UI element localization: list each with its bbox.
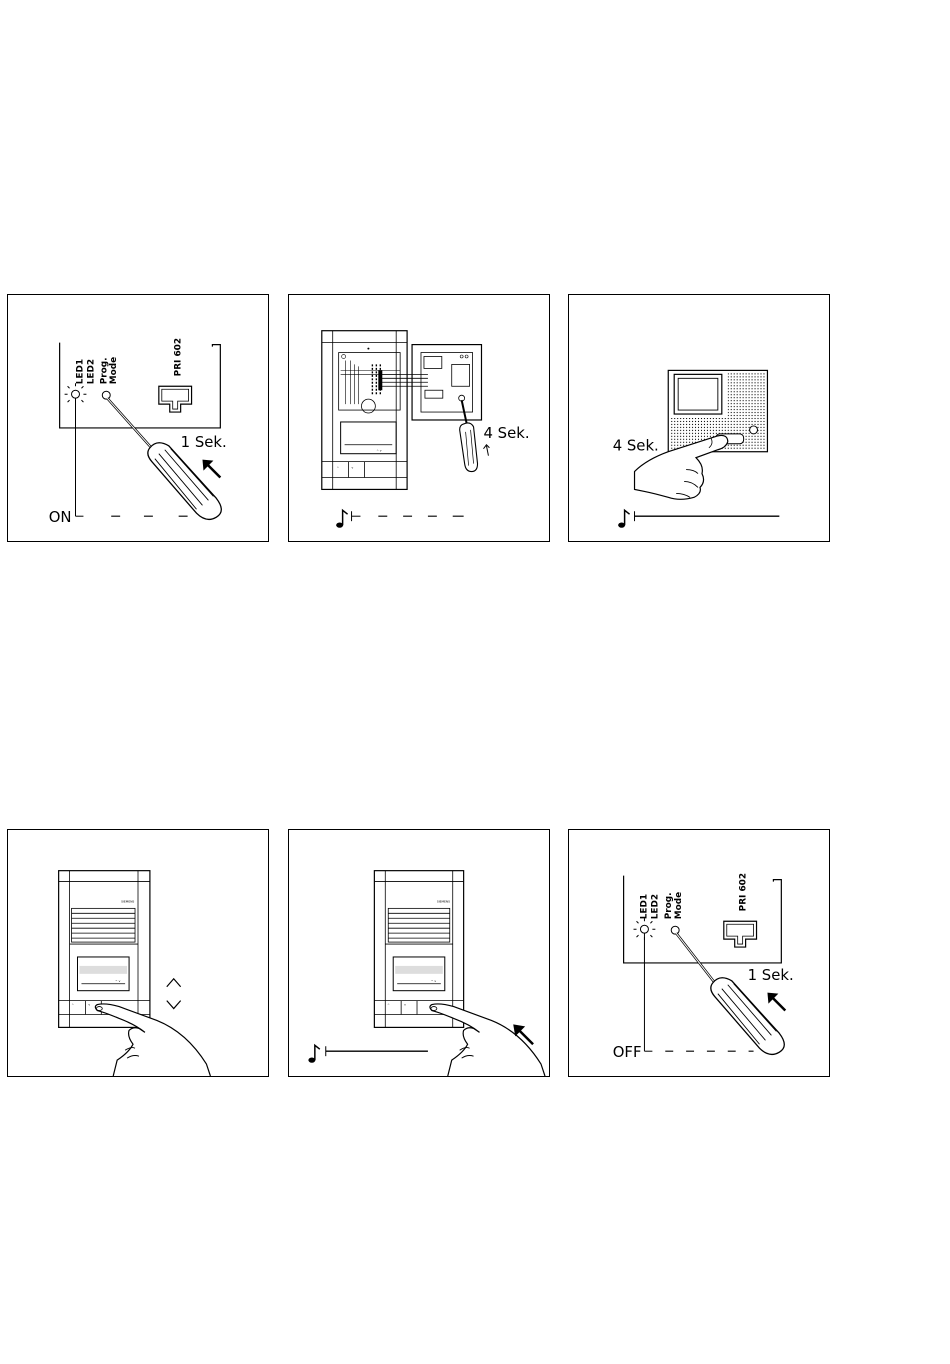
panel-step-5: SIEMENS ^ v ^ v: [288, 829, 550, 1077]
prog-button[interactable]: [671, 926, 679, 934]
label-led2: LED2: [650, 894, 660, 919]
screwdriver-icon: [460, 400, 478, 471]
panel-step-6: LED1 LED2 Prog. Mode PRI 602 1 Sek. OFF: [568, 829, 830, 1077]
duration-label: 4 Sek.: [613, 437, 659, 455]
duration-label: 1 Sek.: [181, 433, 227, 451]
duration-label: 1 Sek.: [748, 966, 794, 984]
svg-text:^ v: ^ v: [431, 979, 436, 983]
label-mode: Mode: [109, 357, 119, 384]
svg-text:^ v: ^ v: [115, 979, 120, 983]
svg-text:v: v: [88, 1003, 90, 1007]
arrow-up-left-icon: [202, 460, 220, 478]
label-mode: Mode: [674, 892, 684, 919]
svg-text:SIEMENS: SIEMENS: [121, 899, 134, 903]
svg-text:v: v: [352, 466, 354, 470]
duration-label: 4 Sek.: [483, 424, 529, 442]
prog-button[interactable]: [102, 391, 110, 399]
product-label: PRI 602: [174, 338, 184, 376]
status-label: OFF: [613, 1043, 642, 1061]
product-label: PRI 602: [739, 873, 749, 911]
panel-step-1: LED1 LED2 Prog. Mode PRI 602 1 Sek.: [7, 294, 269, 542]
panel-step-4: SIEMENS ^ v ^ v: [7, 829, 269, 1077]
music-note-icon: [308, 1045, 319, 1063]
svg-text:^ v: ^ v: [376, 449, 381, 453]
label-led1: LED1: [639, 894, 649, 919]
panel-6-illustration: LED1 LED2 Prog. Mode PRI 602 1 Sek. OFF: [569, 830, 829, 1076]
screwdriver-icon: [107, 398, 221, 519]
panel-1-illustration: LED1 LED2 Prog. Mode PRI 602 1 Sek.: [8, 295, 268, 541]
rj45-socket-icon: [724, 921, 757, 947]
chevron-down-icon[interactable]: [167, 1001, 181, 1009]
arrow-up-left-icon: [767, 993, 785, 1011]
svg-text:SIEMENS: SIEMENS: [437, 899, 450, 903]
panel-5-illustration: SIEMENS ^ v ^ v: [289, 830, 549, 1076]
svg-text:^: ^: [337, 466, 340, 470]
ribbon-cable: [378, 370, 428, 390]
finger-press-icon: [95, 1004, 210, 1076]
svg-text:^: ^: [387, 1003, 390, 1007]
door-station: SIEMENS ^ v ^ v: [374, 871, 463, 1028]
panel-step-3: 4 Sek.: [568, 294, 830, 542]
music-note-icon: [336, 510, 347, 528]
label-prog: Prog.: [99, 357, 109, 384]
panel-step-2: ^ v ^ v: [288, 294, 550, 542]
rj45-socket-icon: [159, 386, 192, 412]
music-note-icon: [618, 510, 629, 528]
status-label: ON: [49, 508, 72, 526]
panel-3-illustration: 4 Sek.: [569, 295, 829, 541]
panel-4-illustration: SIEMENS ^ v ^ v: [8, 830, 268, 1076]
label-prog: Prog.: [664, 892, 674, 919]
svg-text:v: v: [404, 1003, 406, 1007]
door-station: ^ v ^ v: [322, 331, 407, 490]
arrow-up-icon: [483, 445, 489, 456]
label-led1: LED1: [75, 359, 85, 384]
chevron-up-icon[interactable]: [167, 979, 181, 987]
device-outline: [60, 343, 221, 428]
panel-2-illustration: ^ v ^ v: [289, 295, 549, 541]
svg-text:^: ^: [72, 1003, 75, 1007]
label-led2: LED2: [86, 359, 96, 384]
